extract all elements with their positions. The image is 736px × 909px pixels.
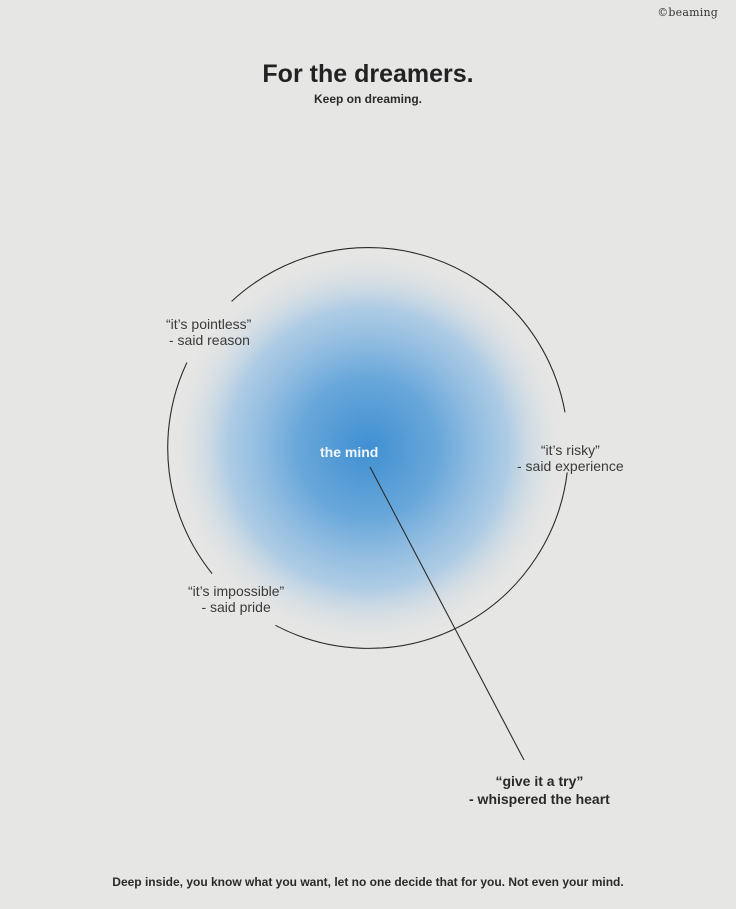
quote-impossible: “it’s impossible” - said pride — [188, 583, 284, 615]
heart-pointer-line — [369, 466, 525, 761]
quote-attribution: - said reason — [169, 332, 250, 348]
ring-arc-top — [231, 246, 566, 413]
footer-text: Deep inside, you know what you want, let… — [112, 875, 624, 889]
mind-glow — [168, 248, 568, 648]
quote-attribution: - said pride — [201, 599, 271, 615]
ring-arc-left — [167, 362, 213, 574]
quote-risky: “it’s risky” - said experience — [517, 442, 624, 474]
page-subtitle: Keep on dreaming. — [313, 92, 423, 106]
quote-attribution: - whispered the heart — [469, 791, 610, 807]
credit: ©beaming — [657, 6, 718, 19]
quote-text: “it’s risky” — [540, 442, 600, 458]
ring-arc-right — [275, 472, 568, 649]
page-title: For the dreamers. — [262, 60, 474, 88]
quote-attribution: - said experience — [517, 458, 624, 474]
quote-text: “give it a try” — [495, 773, 584, 789]
quote-text: “it’s impossible” — [188, 583, 285, 599]
quote-heart: “give it a try” - whispered the heart — [469, 772, 610, 808]
quote-text: “it’s pointless” — [166, 316, 252, 332]
center-label: the mind — [320, 444, 379, 460]
quote-pointless: “it’s pointless” - said reason — [166, 316, 251, 348]
